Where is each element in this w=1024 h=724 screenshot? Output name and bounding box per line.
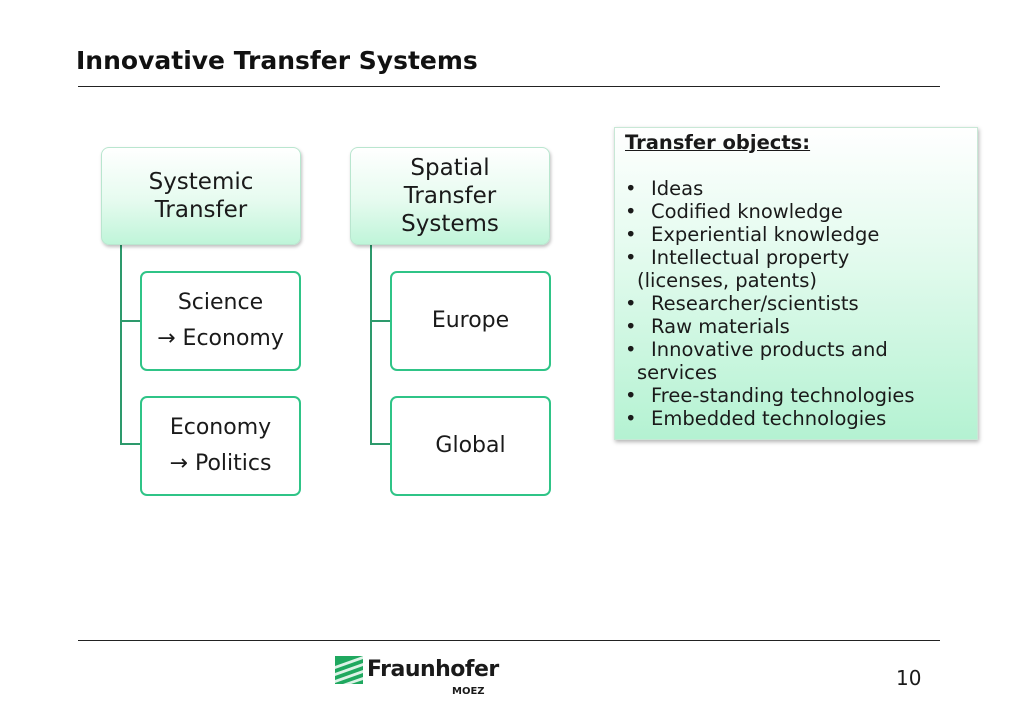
transfer-objects-list: • Ideas • Codified knowledge • Experiential… [625,177,967,430]
title-divider [78,86,940,87]
bullet: • [625,292,637,315]
connector-horizontal-2a [370,320,392,322]
child-box-global: Global [390,396,551,496]
header-box-systemic-transfer: Systemic Transfer [101,147,301,245]
connector-horizontal-1b [120,443,142,445]
item-continuation: (licenses, patents) [637,269,817,292]
list-item: • Ideas [625,177,967,200]
logo-wordmark: Fraunhofer [367,657,499,682]
list-item: • Experiential knowledge [625,223,967,246]
item-text: Free-standing technologies [651,384,915,407]
bullet: • [625,223,637,246]
list-item: • Researcher/scientists [625,292,967,315]
child-label: Economy → Politics [169,415,272,476]
header-label: Systemic Transfer [148,169,254,223]
item-text: Raw materials [651,315,790,338]
list-item: • Codified knowledge [625,200,967,223]
connector-horizontal-1a [120,320,142,322]
transfer-objects-panel: Transfer objects: • Ideas • Codified knowl… [614,127,978,440]
child-box-economy-politics: Economy → Politics [140,396,301,496]
child-label: Global [435,433,506,458]
item-text: Researcher/scientists [651,292,859,315]
connector-vertical-2 [370,244,372,444]
child-box-science-economy: Science → Economy [140,271,301,371]
slide-title: Innovative Transfer Systems [76,46,478,75]
logo-subtitle: MOEZ [452,686,485,697]
list-item: • Free-standing technologies [625,384,967,407]
bullet: • [625,338,637,361]
footer-divider [78,640,940,641]
connector-vertical-1 [120,244,122,444]
child-box-europe: Europe [390,271,551,371]
item-continuation: services [637,361,718,384]
header-box-spatial-transfer-systems: Spatial Transfer Systems [350,147,550,245]
fraunhofer-logo: Fraunhofer MOEZ [335,656,499,702]
bullet: • [625,407,637,430]
bullet: • [625,384,637,407]
bullet: • [625,315,637,338]
header-label: Spatial Transfer Systems [401,155,499,237]
list-item: • Intellectual property(licenses, patents… [625,246,967,292]
connector-horizontal-2b [370,443,392,445]
item-text: Embedded technologies [651,407,887,430]
fraunhofer-logo-mark-icon [335,656,363,684]
list-item: • Raw materials [625,315,967,338]
item-text: Innovative products and [651,338,888,361]
page-number: 10 [896,666,922,690]
child-label: Science → Economy [157,290,284,351]
item-text: Experiential knowledge [651,223,880,246]
list-item: • Embedded technologies [625,407,967,430]
bullet: • [625,246,637,269]
bullet: • [625,200,637,223]
bullet: • [625,177,637,200]
item-text: Codified knowledge [651,200,843,223]
child-label: Europe [431,308,510,333]
item-text: Intellectual property [651,246,850,269]
transfer-objects-heading: Transfer objects: [625,131,811,154]
item-text: Ideas [651,177,704,200]
